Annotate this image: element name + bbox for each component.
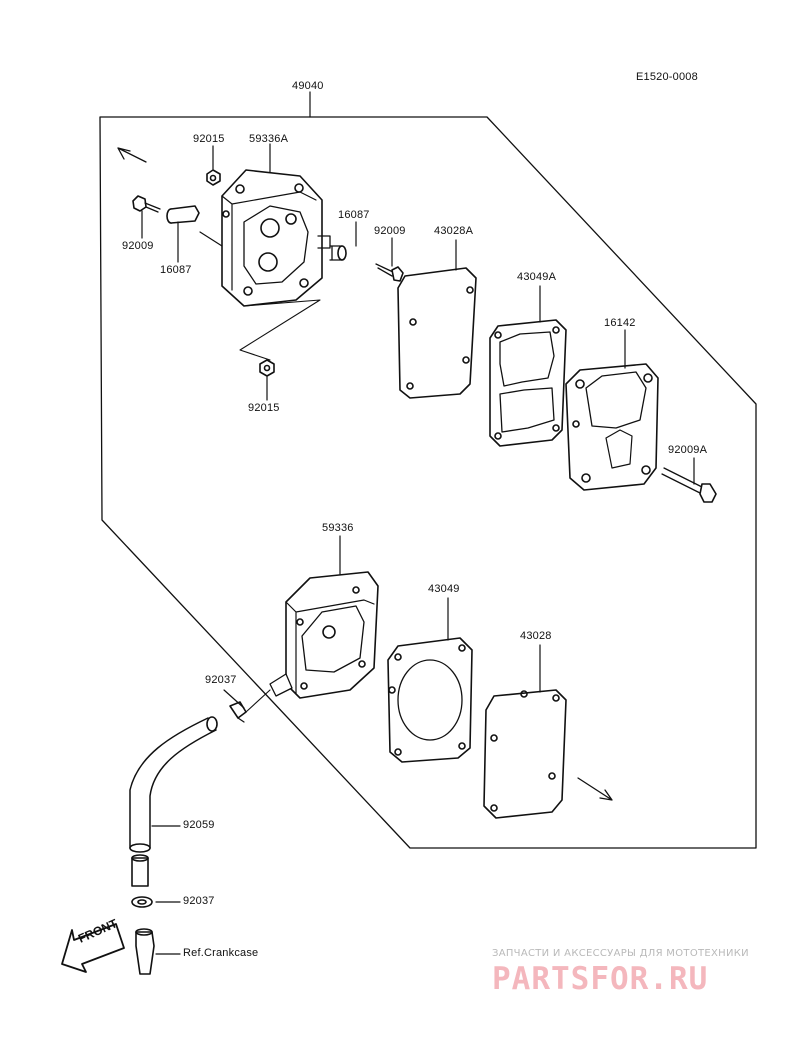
label-43049: 43049 bbox=[428, 583, 460, 595]
label-49040: 49040 bbox=[292, 80, 324, 92]
diaphragm-43049A bbox=[489, 319, 567, 447]
label-92009-right: 92009 bbox=[374, 225, 406, 237]
hose-92059 bbox=[129, 716, 218, 853]
label-92015-bottom: 92015 bbox=[248, 402, 280, 414]
label-92009-left: 92009 bbox=[122, 240, 154, 252]
diaphragm-43049 bbox=[387, 637, 473, 763]
crankcase-fitting bbox=[135, 928, 155, 975]
nut-92015-bottom bbox=[259, 359, 275, 377]
bolt-92009A bbox=[661, 467, 717, 503]
front-arrow-icon bbox=[61, 923, 125, 973]
bolt-92009-right bbox=[375, 263, 404, 282]
pump-body-lower bbox=[269, 571, 379, 699]
valve-plate-16142 bbox=[565, 363, 659, 491]
watermark-logo: PARTSFOR.RU bbox=[492, 961, 709, 997]
bolt-92009-left bbox=[132, 195, 161, 213]
watermark-caption: ЗАПЧАСТИ И АКСЕССУАРЫ ДЛЯ МОТОТЕХНИКИ bbox=[492, 948, 749, 959]
label-59336A: 59336A bbox=[249, 133, 289, 145]
diagram-code: E1520-0008 bbox=[636, 71, 698, 83]
valve-16087-left bbox=[166, 205, 200, 224]
valve-16087-right bbox=[329, 245, 347, 261]
label-59336: 59336 bbox=[322, 522, 354, 534]
label-16142: 16142 bbox=[604, 317, 636, 329]
assembly-outline bbox=[99, 116, 757, 849]
label-43049A: 43049A bbox=[517, 271, 557, 283]
leader-92037-upper bbox=[223, 689, 245, 709]
label-92015-top: 92015 bbox=[193, 133, 225, 145]
hose-connector bbox=[131, 854, 149, 887]
label-92059: 92059 bbox=[183, 819, 215, 831]
nut-92015-top bbox=[206, 169, 221, 186]
label-43028: 43028 bbox=[520, 630, 552, 642]
label-92037-lower: 92037 bbox=[183, 895, 215, 907]
label-16087-right: 16087 bbox=[338, 209, 370, 221]
clip-to-body-line bbox=[245, 689, 271, 713]
label-92009A: 92009A bbox=[668, 444, 708, 456]
label-16087-left: 16087 bbox=[160, 264, 192, 276]
direction-arrow-top bbox=[117, 147, 147, 163]
label-92037-upper: 92037 bbox=[205, 674, 237, 686]
clip-92037-lower bbox=[131, 896, 153, 908]
label-ref-crankcase: Ref.Crankcase bbox=[183, 947, 259, 959]
clip-92037-upper bbox=[229, 701, 247, 723]
gasket-43028 bbox=[483, 689, 567, 819]
gasket-43028A bbox=[397, 267, 477, 399]
nut-locator-line bbox=[239, 299, 321, 361]
direction-arrow-bottom bbox=[577, 777, 613, 801]
pump-cover-upper bbox=[199, 169, 331, 307]
label-43028A: 43028A bbox=[434, 225, 474, 237]
